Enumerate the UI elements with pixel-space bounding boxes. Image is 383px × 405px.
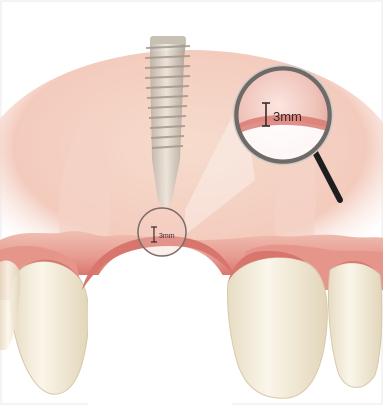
inset-circle: 3mm	[138, 208, 186, 256]
right-incisor	[227, 257, 327, 398]
inset-measure-label: 3mm	[159, 233, 175, 240]
left-incisor	[11, 261, 89, 394]
far-right-tooth	[328, 263, 381, 388]
missing-tooth-gap	[88, 245, 232, 405]
magnifier-measure-label: 3mm	[273, 109, 302, 124]
implant-head	[150, 36, 186, 44]
